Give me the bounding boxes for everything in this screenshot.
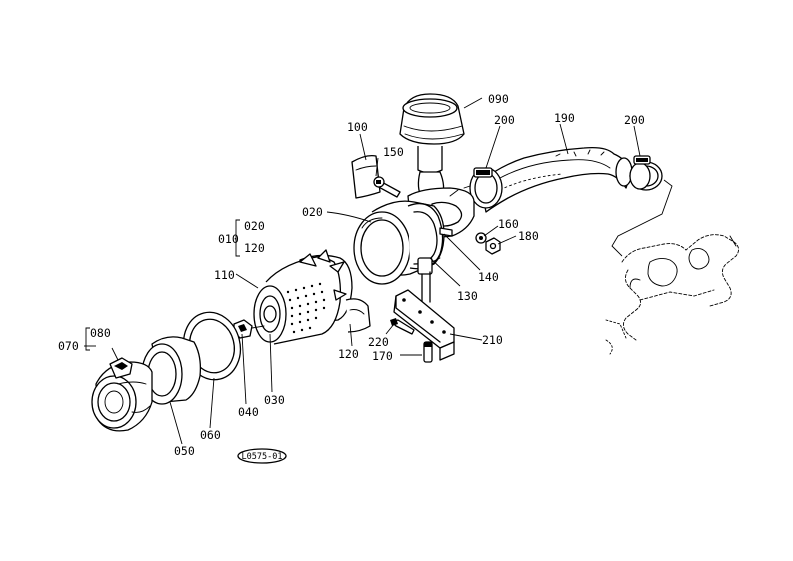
part-100-plate xyxy=(351,154,381,199)
label-130: 130 xyxy=(457,289,478,303)
part-200-left-clamp xyxy=(463,167,503,209)
label-190: 190 xyxy=(554,111,575,125)
label-220: 220 xyxy=(368,335,389,349)
label-140: 140 xyxy=(478,270,499,284)
label-200-right: 200 xyxy=(624,113,645,127)
label-170: 170 xyxy=(372,349,393,363)
part-190-hose xyxy=(479,146,633,213)
part-180-nut xyxy=(485,237,501,255)
callout-labels: 090 100 150 200 190 200 020 160 180 010 … xyxy=(58,92,645,458)
label-180: 180 xyxy=(518,229,539,243)
label-110: 110 xyxy=(214,268,235,282)
label-060: 060 xyxy=(200,428,221,442)
label-030: 030 xyxy=(264,393,285,407)
label-160: 160 xyxy=(498,217,519,231)
air-cleaner-housing xyxy=(353,187,475,305)
drawing-code-badge: L0575-01 xyxy=(237,448,287,464)
part-090-cap xyxy=(399,93,465,199)
part-170-bolt xyxy=(423,341,433,363)
label-200-left: 200 xyxy=(494,113,515,127)
leader-lines xyxy=(84,97,641,445)
label-070: 070 xyxy=(58,339,79,353)
part-200-right-clamp xyxy=(629,155,663,191)
label-010: 010 xyxy=(218,232,239,246)
label-100: 100 xyxy=(347,120,368,134)
label-080: 080 xyxy=(90,326,111,340)
drawing-code: L0575-01 xyxy=(242,452,283,462)
part-080-clip xyxy=(109,357,133,379)
label-020-bracket: 020 xyxy=(244,219,265,233)
part-110-element xyxy=(253,249,347,345)
part-160-washer xyxy=(475,232,487,244)
part-150-bolt xyxy=(373,176,401,198)
label-210: 210 xyxy=(482,333,503,347)
part-220-bolt xyxy=(390,318,415,335)
part-210-bracket xyxy=(393,289,455,361)
label-020: 020 xyxy=(302,205,323,219)
engine-manifold-outline xyxy=(605,179,739,355)
label-050: 050 xyxy=(174,444,195,458)
label-090: 090 xyxy=(488,92,509,106)
label-120: 120 xyxy=(338,347,359,361)
part-070-dust-cup xyxy=(91,361,153,432)
label-150: 150 xyxy=(383,145,404,159)
label-040: 040 xyxy=(238,405,259,419)
label-120-bracket: 120 xyxy=(244,241,265,255)
